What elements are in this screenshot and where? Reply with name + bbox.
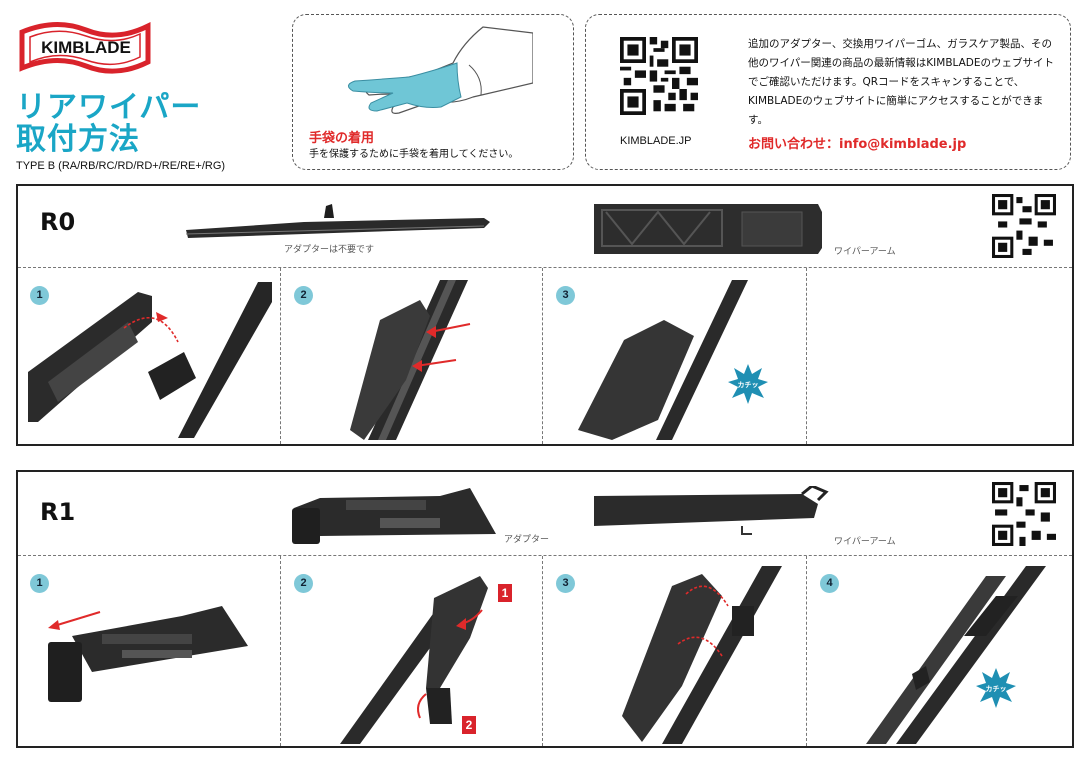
glove-text: 手を保護するために手袋を着用してください。 — [309, 149, 519, 160]
glove-notice-box: 手袋の着用 手を保護するために手袋を着用してください。 — [292, 14, 574, 170]
r1-adapter-label: アダプター — [504, 535, 550, 545]
r0-wiper-arm-image — [594, 204, 822, 254]
r1-divider-2 — [542, 556, 543, 746]
r0-qr-code-icon[interactable] — [992, 194, 1056, 258]
r1-adapter-image — [292, 488, 496, 544]
section-r1: R1 アダプター ワイパーアーム 1 — [16, 470, 1074, 748]
r1-step-1-number: 1 — [30, 574, 49, 593]
r0-divider-2 — [542, 268, 543, 444]
website-label[interactable]: KIMBLADE.JP — [620, 135, 692, 147]
r0-divider-1 — [280, 268, 281, 444]
r0-step-empty — [806, 268, 1072, 444]
r0-step-2: 2 — [280, 268, 542, 444]
r1-step-4-number: 4 — [820, 574, 839, 593]
r1-step-2-image — [340, 576, 488, 744]
r0-step-1: 1 — [18, 268, 280, 444]
qr-code-icon[interactable] — [620, 37, 698, 115]
r0-click-text: カチッ — [737, 381, 759, 389]
r0-header: R0 アダプターは不要です ワイパーアーム — [18, 186, 1072, 268]
r1-step-3: 3 — [542, 556, 806, 746]
r0-wiper-blade-image — [185, 204, 490, 238]
logo-text: KIMBLADE — [41, 38, 131, 57]
r0-step-3-image — [578, 280, 748, 440]
contact-email[interactable]: お問い合わせ：info@kimblade.jp — [748, 137, 967, 152]
r0-adapter-note: アダプターは不要です — [284, 245, 375, 255]
r1-step-3-number: 3 — [556, 574, 575, 593]
r1-step-2: 2 1 2 — [280, 556, 542, 746]
r1-qr-code-icon[interactable] — [992, 482, 1056, 546]
page-title: リアワイパー 取付方法 — [16, 92, 201, 156]
r0-arm-label: ワイパーアーム — [834, 247, 896, 257]
r1-step-2-sub-badge-1: 1 — [498, 584, 512, 602]
r1-step-1-image — [48, 606, 248, 702]
r0-divider-3 — [806, 268, 807, 444]
r1-click-text: カチッ — [985, 685, 1007, 693]
r1-step-4: 4 カチッ — [806, 556, 1072, 746]
r0-step-3: 3 カチッ — [542, 268, 806, 444]
r1-wiper-arm-image — [594, 486, 829, 535]
r0-label: R0 — [40, 208, 76, 236]
r1-label: R1 — [40, 498, 76, 526]
website-info-box: KIMBLADE.JP 追加のアダプター、交換用ワイパーゴム、ガラスケア製品、そ… — [585, 14, 1071, 170]
r1-step-4-image — [866, 566, 1046, 744]
r1-arm-label: ワイパーアーム — [834, 537, 896, 547]
r1-divider-1 — [280, 556, 281, 746]
glove-title: 手袋の着用 — [309, 131, 375, 146]
r1-header: R1 アダプター ワイパーアーム — [18, 472, 1072, 556]
r0-step-3-number: 3 — [556, 286, 575, 305]
r0-step-2-number: 2 — [294, 286, 313, 305]
kimblade-logo: KIMBLADE — [16, 12, 156, 82]
r1-step-1: 1 — [18, 556, 280, 746]
r0-click-burst-icon — [728, 364, 768, 404]
r1-step-2-number: 2 — [294, 574, 313, 593]
r0-step-1-image — [28, 282, 272, 438]
section-r0: R0 アダプターは不要です ワイパーアーム — [16, 184, 1074, 446]
title-line-1: リアワイパー — [16, 90, 202, 125]
type-line: TYPE B (RA/RB/RC/RD/RD+/RE/RE+/RG) — [16, 160, 226, 172]
glove-hand-icon — [348, 26, 533, 114]
title-line-2: 取付方法 — [16, 122, 140, 157]
r1-click-burst-icon — [976, 668, 1016, 708]
r1-step-2-sub-badge-2: 2 — [462, 716, 476, 734]
r1-step-3-image — [622, 566, 782, 744]
website-info-text: 追加のアダプター、交換用ワイパーゴム、ガラスケア製品、その他のワイパー関連の商品… — [748, 38, 1055, 126]
r1-divider-3 — [806, 556, 807, 746]
r0-step-2-image — [350, 280, 471, 440]
r0-step-1-number: 1 — [30, 286, 49, 305]
